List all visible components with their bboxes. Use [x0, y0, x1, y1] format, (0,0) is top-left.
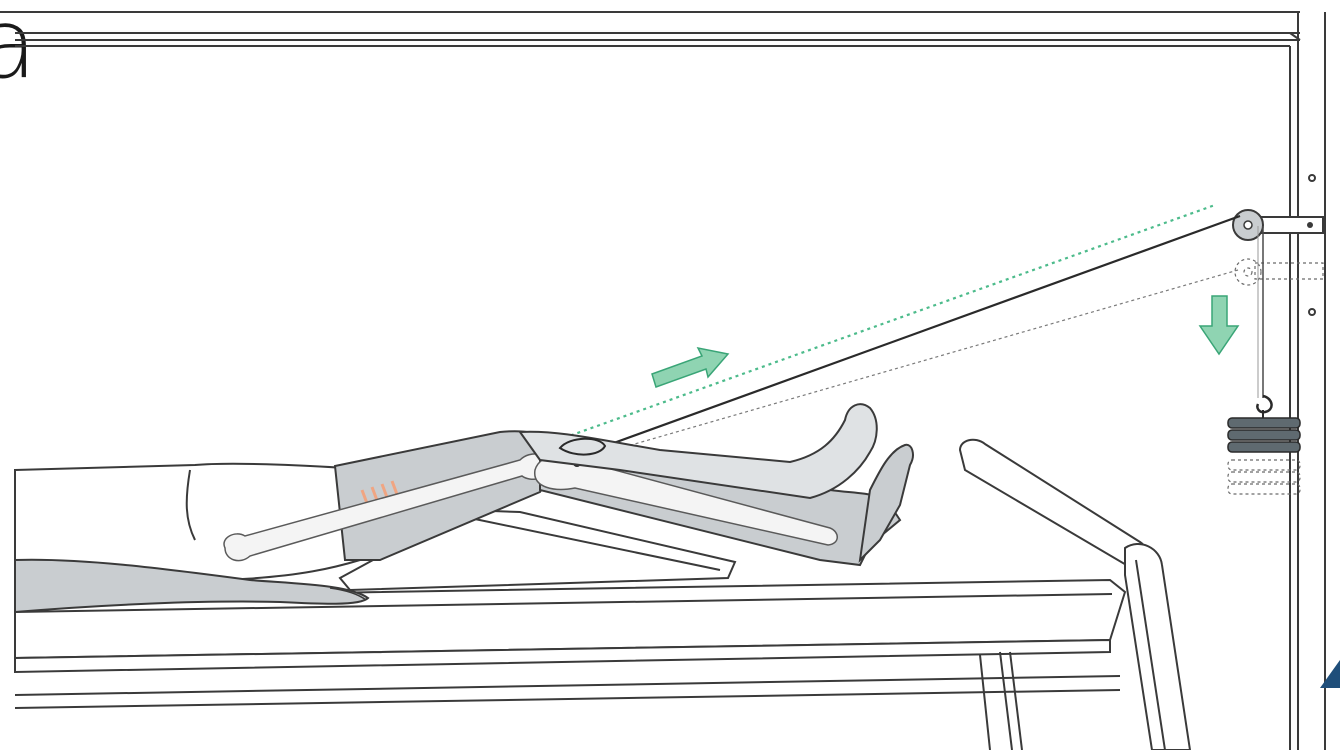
pulley-assembly: [1233, 210, 1323, 240]
triangle-icon: [1320, 660, 1340, 688]
arrow-up-right-icon: [652, 348, 728, 387]
patient-foot-treated: [860, 445, 913, 560]
traction-rope: [600, 216, 1263, 454]
frame-right-post: [1290, 12, 1325, 750]
frame-top-bar: [0, 12, 1300, 46]
ghost-pulley: [1235, 259, 1323, 285]
treatment-table: [15, 580, 1125, 750]
arrow-down-icon: [1200, 296, 1238, 354]
